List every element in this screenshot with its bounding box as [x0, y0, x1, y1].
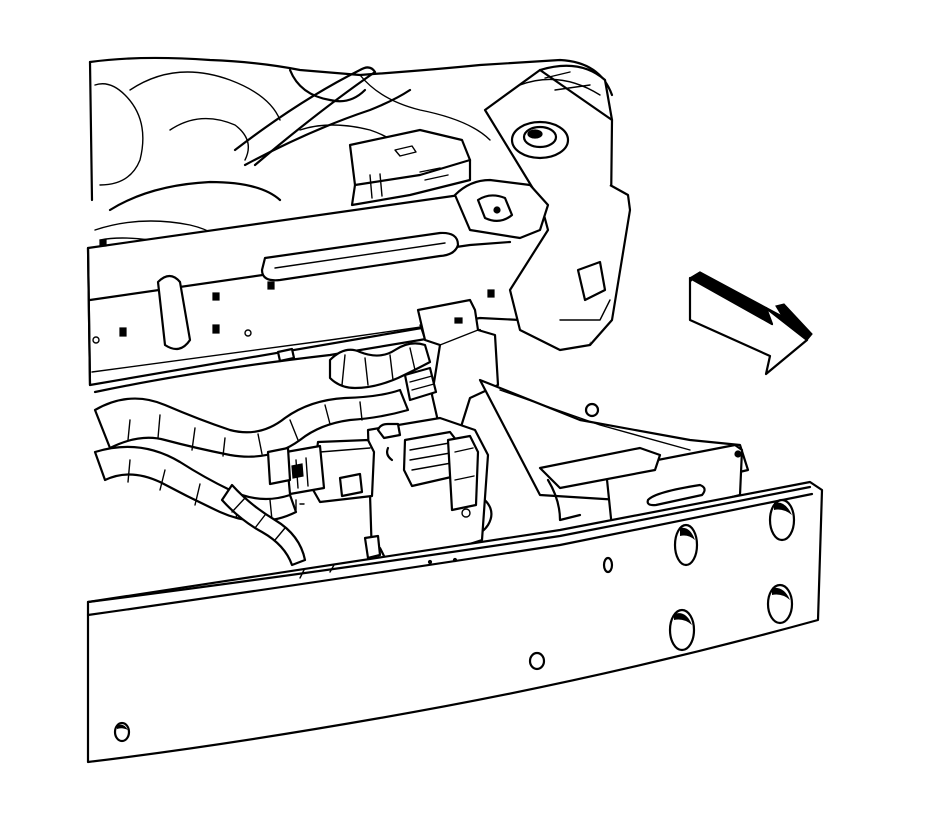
module-mounting-bracket: [403, 298, 750, 530]
electronic-module: [363, 416, 490, 562]
frame-side-rail: [86, 188, 552, 394]
arrow-forward-icon: [688, 271, 813, 376]
front-bumper-impact-bar: [86, 480, 824, 764]
frame-front-horn: [453, 64, 632, 352]
harness-electrical-connector: [266, 438, 376, 511]
